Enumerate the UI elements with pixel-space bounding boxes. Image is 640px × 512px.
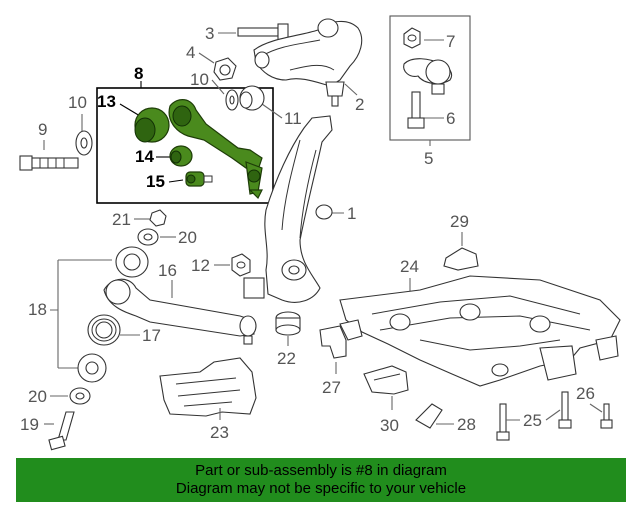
callout-7: 7 <box>446 32 455 51</box>
bushing-18-bottom <box>77 353 107 383</box>
bushing-18-top <box>115 246 149 278</box>
callout-17: 17 <box>142 326 161 345</box>
callout-20a: 20 <box>178 228 197 247</box>
callout-12: 12 <box>191 256 210 275</box>
callout-13: 13 <box>97 92 116 111</box>
upper-control-arm-2 <box>253 18 363 107</box>
assembly-8-frame <box>96 87 274 204</box>
callout-18: 18 <box>28 300 47 319</box>
washer-10-left <box>75 130 93 156</box>
washer-10-top <box>225 89 239 111</box>
bushing-13 <box>134 107 170 143</box>
bolt-9 <box>19 155 79 171</box>
nut-12 <box>231 253 251 277</box>
callout-25: 25 <box>523 411 542 430</box>
callout-23: 23 <box>210 423 229 442</box>
callout-4: 4 <box>186 43 195 62</box>
footer-banner: Part or sub-assembly is #8 in diagram Di… <box>16 458 626 502</box>
callout-5: 5 <box>424 149 433 168</box>
callout-11: 11 <box>284 109 302 128</box>
footer-line-2: Diagram may not be specific to your vehi… <box>175 480 467 497</box>
callout-9: 9 <box>38 120 47 139</box>
callout-24: 24 <box>400 257 419 276</box>
inset-box-5: 5 7 6 <box>389 15 471 168</box>
nut-7 <box>403 27 421 49</box>
callout-10a: 10 <box>190 70 209 89</box>
callout-3: 3 <box>205 24 214 43</box>
splash-shield-23 <box>159 357 257 417</box>
bolt-19 <box>48 411 75 451</box>
bolt-3 <box>237 23 289 41</box>
washer-20-top <box>137 228 159 246</box>
nut-4 <box>213 57 237 81</box>
bushing-22 <box>275 311 301 336</box>
bushing-11 <box>239 85 265 111</box>
bolts-25 <box>496 391 572 441</box>
callout-27: 27 <box>322 378 341 397</box>
lower-control-arm-16 <box>103 278 257 345</box>
bolt-26 <box>600 403 613 429</box>
control-arm-8 <box>168 99 263 200</box>
callout-29: 29 <box>450 212 469 231</box>
callout-28: 28 <box>457 415 476 434</box>
callout-6: 6 <box>446 109 455 128</box>
steering-knuckle-1 <box>243 115 333 303</box>
ball-joint-5 <box>403 58 453 95</box>
callout-8: 8 <box>134 64 143 83</box>
assembly-8-group[interactable]: 8 13 14 15 <box>96 64 274 204</box>
callout-19: 19 <box>20 415 39 434</box>
callout-15: 15 <box>146 172 165 191</box>
bushing-15 <box>185 171 213 187</box>
bushing-14 <box>169 145 193 167</box>
callout-20b: 20 <box>28 387 47 406</box>
bracket-27 <box>319 319 363 359</box>
callout-1: 1 <box>347 204 356 223</box>
callout-16: 16 <box>158 261 177 280</box>
callout-22: 22 <box>277 349 296 368</box>
washer-20-bottom <box>69 387 91 405</box>
callout-10b: 10 <box>68 93 87 112</box>
footer-line-1: Part or sub-assembly is #8 in diagram <box>195 462 447 479</box>
callout-30: 30 <box>380 416 399 435</box>
bolt-6 <box>407 91 425 129</box>
callout-14: 14 <box>135 147 154 166</box>
callout-26: 26 <box>576 384 595 403</box>
callout-21: 21 <box>112 210 131 229</box>
nut-21 <box>149 209 167 227</box>
callout-2: 2 <box>355 95 364 114</box>
bracket-30 <box>363 365 409 395</box>
bushing-17 <box>87 314 121 346</box>
plate-29 <box>443 247 479 271</box>
subframe-24 <box>339 275 621 387</box>
bracket-28 <box>415 403 443 429</box>
